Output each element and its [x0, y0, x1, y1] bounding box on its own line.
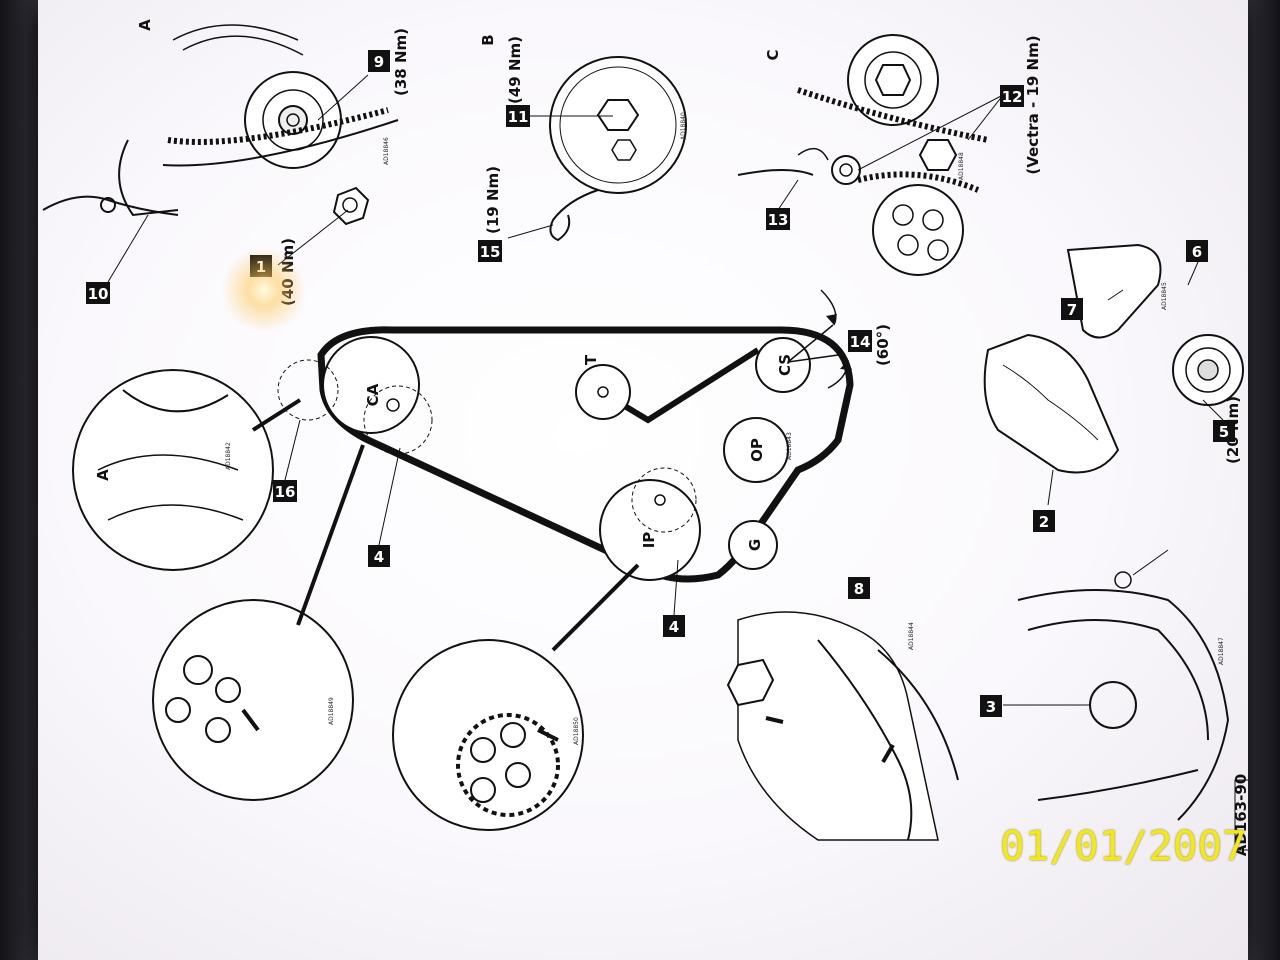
crankshaft-pulley: CS	[755, 337, 811, 393]
callout-15-number: 15	[480, 243, 501, 261]
figure-code: AD163-90	[1232, 774, 1248, 856]
callout-16-number: 16	[275, 483, 296, 501]
callout-16: 16	[273, 419, 301, 502]
callout-15: 15 (19 Nm)	[478, 166, 502, 262]
crankshaft-label: CS	[776, 354, 794, 376]
small-code: AD18847	[1218, 637, 1225, 665]
injection-pump-label: IP	[640, 532, 658, 549]
callout-14: 14 (60°)	[848, 324, 892, 366]
callout-6: 6	[1186, 240, 1208, 262]
figure-code-box: AD163-90	[1232, 774, 1248, 856]
callout-13-number: 13	[768, 211, 789, 229]
small-code: AD18840	[680, 112, 687, 140]
callout-10: 10	[86, 282, 110, 304]
callout-14-number: 14	[850, 333, 871, 351]
manual-page: CA T CS OP IP G A	[38, 0, 1248, 960]
panel-b-label: B	[479, 34, 497, 45]
detail-circle-16: A	[72, 359, 339, 571]
small-code: AD18842	[225, 442, 232, 470]
callout-9-torque: (38 Nm)	[392, 28, 410, 96]
small-code: AD18844	[908, 622, 915, 650]
callout-4a: 4	[368, 447, 401, 567]
camshaft-label: CA	[364, 383, 382, 406]
callout-14-torque: (60°)	[874, 324, 892, 366]
callout-9-number: 9	[374, 53, 384, 71]
injection-pump-pulley: IP	[599, 467, 701, 581]
guide-roller: G	[728, 520, 778, 570]
detail-circle-injection	[392, 563, 640, 831]
callout-12: 12 (Vectra - 19 Nm)	[1000, 35, 1042, 175]
small-code: AD18849	[328, 697, 335, 725]
detail-covers	[983, 243, 1244, 506]
callout-4b-number: 4	[669, 618, 679, 636]
callout-2: 2	[1033, 510, 1055, 532]
guide-label: G	[746, 539, 764, 551]
callout-9: 9 (38 Nm)	[368, 28, 410, 96]
detail-b-tensioner: B	[479, 34, 687, 242]
small-code: AD18846	[383, 137, 390, 165]
callout-12-number: 12	[1002, 88, 1023, 106]
timing-belt-diagram: CA T CS OP IP G A	[42, 19, 1248, 856]
callout-5-torque: (20 Nm)	[1224, 396, 1242, 464]
callout-11: 11 (49 Nm)	[506, 36, 530, 127]
small-code: AD18850	[573, 717, 580, 745]
callout-13: 13	[766, 208, 790, 230]
callout-4b: 4	[663, 559, 685, 637]
small-code: AD18845	[1161, 282, 1168, 310]
detail-flywheel-3	[1003, 549, 1230, 821]
callout-12-torque: (Vectra - 19 Nm)	[1024, 35, 1042, 174]
small-code: AD18848	[958, 152, 965, 180]
panel-c-label: C	[764, 49, 782, 60]
timing-belt	[317, 326, 854, 583]
detail-a-tensioner: A	[42, 19, 399, 283]
camera-date-stamp: 01/01/2007	[1000, 822, 1247, 870]
detail-engine-8	[726, 611, 959, 841]
callout-8: 8	[848, 577, 870, 599]
callout-1-torque: (40 Nm)	[279, 238, 297, 306]
callout-1: 1 (40 Nm)	[250, 238, 297, 306]
small-reference-codes: AD18846 AD18840 AD18848 AD18842 AD18849 …	[225, 112, 1225, 745]
oil-pump-pulley: OP	[723, 417, 789, 483]
detail-mark: A	[94, 469, 112, 481]
detail-circle-camshaft	[152, 444, 365, 801]
callout-10-number: 10	[88, 285, 109, 303]
callout-4a-number: 4	[374, 548, 384, 566]
callout-8-number: 8	[854, 580, 864, 598]
angle-indicator	[787, 289, 852, 389]
callout-1-number: 1	[256, 258, 266, 276]
callout-11-number: 11	[508, 108, 529, 126]
panel-a-label: A	[136, 19, 154, 31]
tensioner-pulley: T	[575, 354, 631, 420]
callout-7-number: 7	[1067, 301, 1077, 319]
callout-6-number: 6	[1192, 243, 1202, 261]
camshaft-pulley: CA	[322, 336, 433, 455]
callout-3: 3	[980, 695, 1002, 717]
callout-2-number: 2	[1039, 513, 1049, 531]
oil-pump-label: OP	[748, 438, 766, 462]
detail-c-tensioner: C	[737, 34, 1004, 276]
tensioner-label: T	[582, 354, 600, 365]
callout-15-torque: (19 Nm)	[484, 166, 502, 234]
callout-7: 7	[1061, 298, 1083, 320]
callout-11-torque: (49 Nm)	[506, 36, 524, 104]
small-code: AD18843	[786, 432, 793, 460]
callout-3-number: 3	[986, 698, 996, 716]
callout-5-number: 5	[1219, 423, 1229, 441]
callout-5: 5 (20 Nm)	[1213, 396, 1242, 464]
